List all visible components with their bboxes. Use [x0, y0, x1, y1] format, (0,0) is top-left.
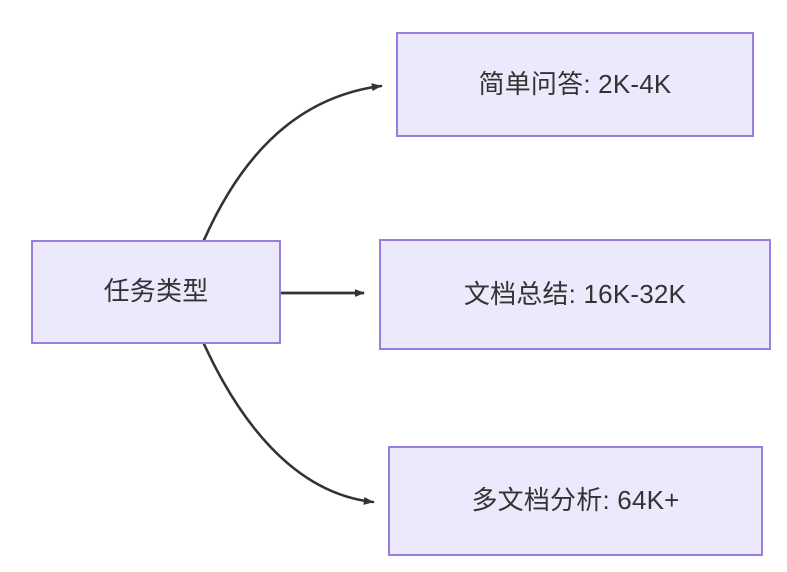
node-label-task-type: 任务类型	[103, 276, 209, 307]
node-label-multi-doc: 多文档分析: 64K+	[471, 485, 680, 516]
edge-source-to-multi-doc	[202, 342, 375, 505]
node-task-type[interactable]: 任务类型	[31, 240, 281, 344]
node-label-doc-summary: 文档总结: 16K-32K	[463, 278, 687, 309]
node-label-simple-qa: 简单问答: 2K-4K	[478, 68, 672, 99]
edge-source-to-simple-qa	[202, 83, 383, 242]
node-doc-summary[interactable]: 文档总结: 16K-32K	[379, 239, 771, 350]
node-simple-qa[interactable]: 简单问答: 2K-4K	[396, 32, 754, 137]
node-multi-doc[interactable]: 多文档分析: 64K+	[388, 446, 763, 556]
